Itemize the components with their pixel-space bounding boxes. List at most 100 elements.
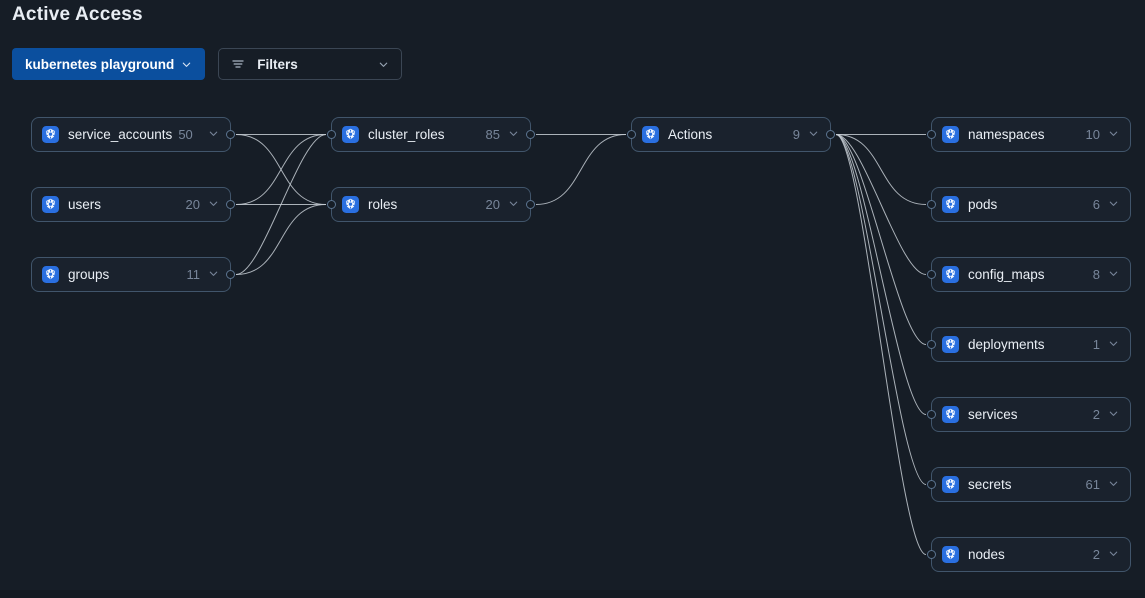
context-selector-label: kubernetes playground <box>25 56 175 72</box>
node-label: namespaces <box>968 127 1045 142</box>
chevron-down-icon[interactable] <box>1108 126 1119 144</box>
node-port-left[interactable] <box>927 410 936 419</box>
node-count: 8 <box>1092 267 1100 282</box>
graph-edge <box>235 134 327 205</box>
node-port-right[interactable] <box>526 200 535 209</box>
kubernetes-icon <box>942 406 959 423</box>
node-count: 1 <box>1092 337 1100 352</box>
graph-node-roles[interactable]: roles 20 <box>327 187 535 222</box>
chevron-down-icon <box>181 59 192 70</box>
chevron-down-icon <box>378 59 389 70</box>
kubernetes-icon <box>342 196 359 213</box>
graph-edge <box>835 134 927 485</box>
node-port-left[interactable] <box>927 550 936 559</box>
graph-node-namespaces[interactable]: namespaces 10 <box>927 117 1131 152</box>
kubernetes-icon <box>42 266 59 283</box>
node-port-left[interactable] <box>327 200 336 209</box>
chevron-down-icon[interactable] <box>1108 546 1119 564</box>
graph-node-actions[interactable]: Actions 9 <box>627 117 835 152</box>
node-count: 6 <box>1092 197 1100 212</box>
chevron-down-icon[interactable] <box>1108 476 1119 494</box>
filters-button-label: Filters <box>257 56 298 72</box>
node-count: 2 <box>1092 547 1100 562</box>
node-label: groups <box>68 267 110 282</box>
graph-edge <box>835 134 927 275</box>
kubernetes-icon <box>942 546 959 563</box>
node-port-left[interactable] <box>927 480 936 489</box>
chevron-down-icon[interactable] <box>1108 406 1119 424</box>
kubernetes-icon <box>942 126 959 143</box>
node-label: users <box>68 197 102 212</box>
node-port-left[interactable] <box>927 200 936 209</box>
graph-node-services[interactable]: services 2 <box>927 397 1131 432</box>
node-port-right[interactable] <box>826 130 835 139</box>
node-count: 10 <box>1085 127 1100 142</box>
chevron-down-icon[interactable] <box>208 266 219 284</box>
kubernetes-icon <box>942 266 959 283</box>
node-count: 11 <box>186 267 201 282</box>
node-port-left[interactable] <box>627 130 636 139</box>
node-count: 2 <box>1092 407 1100 422</box>
node-port-right[interactable] <box>226 130 235 139</box>
node-label: nodes <box>968 547 1005 562</box>
node-port-right[interactable] <box>226 200 235 209</box>
graph-node-config_maps[interactable]: config_maps 8 <box>927 257 1131 292</box>
node-port-left[interactable] <box>927 340 936 349</box>
context-selector-button[interactable]: kubernetes playground <box>12 48 206 80</box>
kubernetes-icon <box>42 126 59 143</box>
node-port-right[interactable] <box>226 270 235 279</box>
node-label: services <box>968 407 1018 422</box>
graph-node-deployments[interactable]: deployments 1 <box>927 327 1131 362</box>
node-label: Actions <box>668 127 713 142</box>
graph-edge <box>835 134 927 205</box>
graph-node-users[interactable]: users 20 <box>31 187 235 222</box>
kubernetes-icon <box>942 196 959 213</box>
graph-node-cluster_roles[interactable]: cluster_roles 85 <box>327 117 535 152</box>
node-count: 61 <box>1085 477 1100 492</box>
kubernetes-icon <box>642 126 659 143</box>
chevron-down-icon[interactable] <box>508 126 519 144</box>
page-title: Active Access <box>12 4 143 25</box>
kubernetes-icon <box>942 476 959 493</box>
chevron-down-icon[interactable] <box>508 196 519 214</box>
node-label: cluster_roles <box>368 127 445 142</box>
graph-edge <box>835 134 927 555</box>
graph-edge <box>235 134 327 275</box>
node-label: deployments <box>968 337 1045 352</box>
chevron-down-icon[interactable] <box>1108 336 1119 354</box>
node-port-right[interactable] <box>526 130 535 139</box>
bottom-band <box>0 590 1145 598</box>
chevron-down-icon[interactable] <box>808 126 819 144</box>
node-port-left[interactable] <box>327 130 336 139</box>
chevron-down-icon[interactable] <box>208 126 219 144</box>
node-label: config_maps <box>968 267 1045 282</box>
chevron-down-icon[interactable] <box>1108 266 1119 284</box>
graph-node-nodes[interactable]: nodes 2 <box>927 537 1131 572</box>
node-label: service_accounts <box>68 127 173 142</box>
node-count: 85 <box>485 127 500 142</box>
kubernetes-icon <box>342 126 359 143</box>
graph-node-pods[interactable]: pods 6 <box>927 187 1131 222</box>
node-count: 20 <box>485 197 500 212</box>
graph-edge <box>835 134 927 345</box>
node-count: 20 <box>185 197 200 212</box>
node-port-left[interactable] <box>927 130 936 139</box>
node-count: 9 <box>792 127 800 142</box>
filter-funnel-icon <box>231 57 245 71</box>
node-label: pods <box>968 197 998 212</box>
chevron-down-icon[interactable] <box>208 196 219 214</box>
node-port-left[interactable] <box>927 270 936 279</box>
chevron-down-icon[interactable] <box>1108 196 1119 214</box>
graph-edge <box>235 204 327 275</box>
node-label: roles <box>368 197 398 212</box>
graph-node-groups[interactable]: groups 11 <box>31 257 235 292</box>
toolbar: kubernetes playground Filters <box>12 48 403 80</box>
filters-button[interactable]: Filters <box>218 48 403 80</box>
graph-edge <box>535 134 627 205</box>
graph-edge <box>235 134 327 205</box>
